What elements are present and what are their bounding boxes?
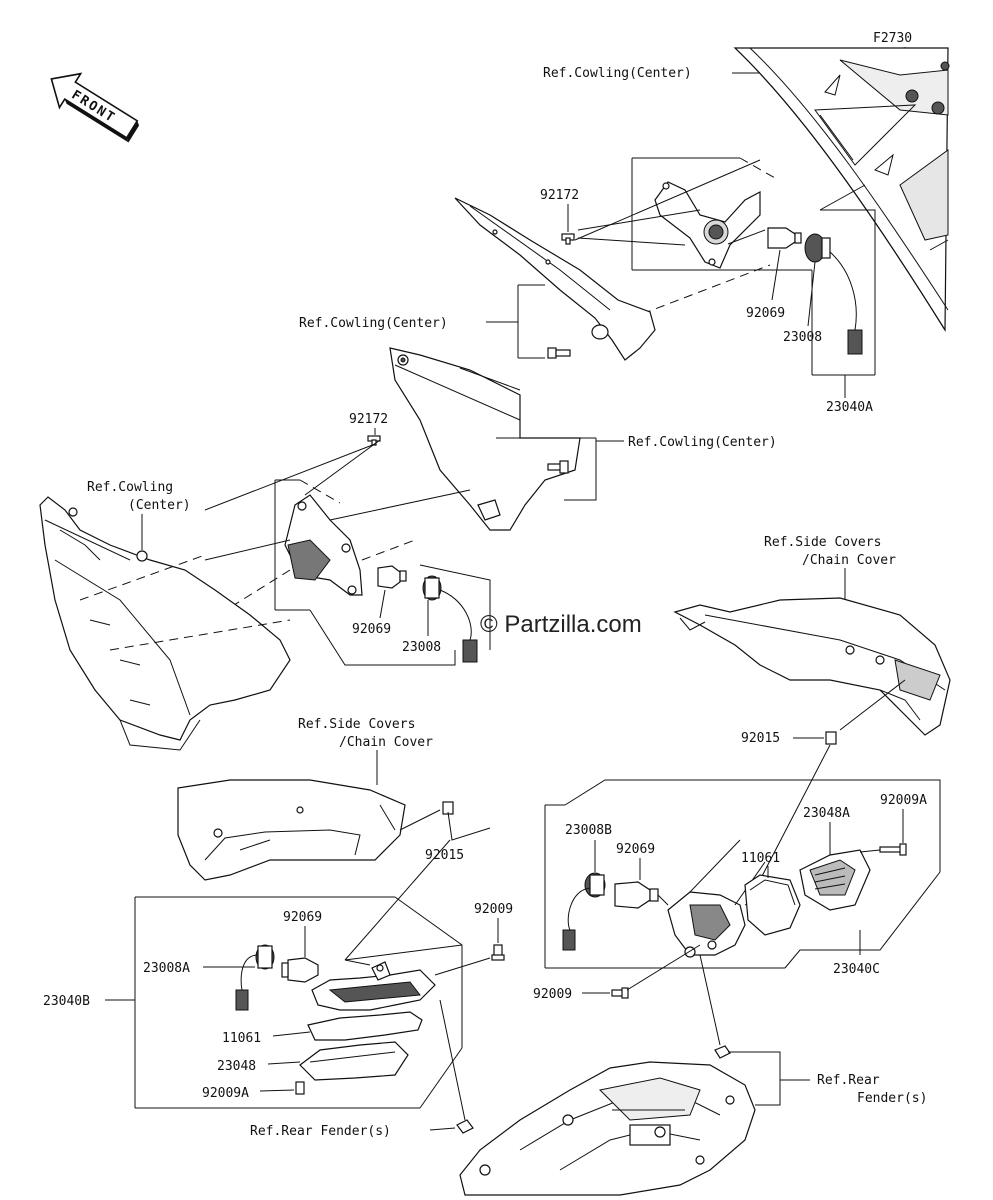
label-23048: 23048 bbox=[217, 1059, 256, 1074]
label-92009-left: 92009 bbox=[474, 902, 513, 917]
label-ref-cowling-4-line2: (Center) bbox=[128, 498, 191, 513]
rear-fender bbox=[459, 1061, 756, 1196]
label-92069-left: 92069 bbox=[283, 910, 322, 925]
lens-23048-left bbox=[299, 1041, 409, 1081]
bolt-cowling-top bbox=[547, 347, 571, 359]
socket-23008B-right bbox=[562, 872, 606, 951]
lens-gasket-11061-left bbox=[307, 1011, 423, 1041]
cowling-center-left bbox=[39, 496, 291, 751]
label-23040B: 23040B bbox=[43, 994, 90, 1009]
screw-92009A-right bbox=[879, 843, 907, 856]
lens-23048A-right bbox=[799, 849, 871, 911]
grommet-92015-right bbox=[825, 731, 837, 745]
turn-signal-bracket-mid bbox=[284, 494, 363, 596]
label-ref-side-covers-1-line2: /Chain Cover bbox=[802, 553, 896, 568]
label-ref-rear-fender-1: Ref.Rear Fender(s) bbox=[250, 1124, 391, 1139]
label-92015-right: 92015 bbox=[741, 731, 780, 746]
label-92009-right: 92009 bbox=[533, 987, 572, 1002]
label-ref-rear-fender-2-line2: Fender(s) bbox=[857, 1091, 927, 1106]
bulb-92069-left bbox=[281, 957, 319, 983]
side-cover-left bbox=[177, 779, 406, 881]
label-ref-cowling-center-3: Ref.Cowling(Center) bbox=[628, 435, 777, 450]
bolt-cowling-middle bbox=[547, 460, 569, 474]
socket-23008-top bbox=[804, 233, 863, 355]
bulb-92069-mid bbox=[377, 565, 407, 589]
label-92015-left: 92015 bbox=[425, 848, 464, 863]
turn-signal-housing-right bbox=[667, 891, 746, 958]
label-92009A-left: 92009A bbox=[202, 1086, 249, 1101]
diagram-id: F2730 bbox=[873, 31, 912, 46]
cowling-center-top-right bbox=[733, 47, 950, 333]
label-ref-cowling-center-2: Ref.Cowling(Center) bbox=[299, 316, 448, 331]
label-ref-rear-fender-2-line1: Ref.Rear bbox=[817, 1073, 880, 1088]
screw-92009-right bbox=[611, 987, 629, 999]
label-11061-left: 11061 bbox=[222, 1031, 261, 1046]
cowling-center-middle bbox=[389, 347, 581, 531]
label-92069-right: 92069 bbox=[616, 842, 655, 857]
turn-signal-bracket-top bbox=[654, 181, 761, 269]
label-92172-top: 92172 bbox=[540, 188, 579, 203]
bulb-92069-right bbox=[614, 881, 659, 909]
label-11061-right: 11061 bbox=[741, 851, 780, 866]
label-23008A: 23008A bbox=[143, 961, 190, 976]
screw-92009-left bbox=[491, 944, 505, 961]
screw-92009A-left bbox=[295, 1081, 305, 1095]
label-23040A: 23040A bbox=[826, 400, 873, 415]
label-ref-side-covers-1-line1: Ref.Side Covers bbox=[764, 535, 881, 550]
turn-signal-housing-left bbox=[311, 961, 436, 1011]
side-cover-right bbox=[673, 597, 951, 736]
label-92069-top: 92069 bbox=[746, 306, 785, 321]
watermark: © Partzilla.com bbox=[480, 611, 642, 638]
socket-23008-mid bbox=[422, 575, 478, 663]
label-92172-mid: 92172 bbox=[349, 412, 388, 427]
label-23008B: 23008B bbox=[565, 823, 612, 838]
screw-92172-mid bbox=[367, 435, 381, 446]
nut-rear-fender-right bbox=[714, 1045, 731, 1059]
nut-rear-fender-left bbox=[456, 1119, 474, 1134]
screw-92172-top bbox=[561, 233, 575, 245]
label-92069-mid: 92069 bbox=[352, 622, 391, 637]
front-arrow-icon: FRONT bbox=[50, 72, 140, 143]
label-ref-side-covers-2-line1: Ref.Side Covers bbox=[298, 717, 415, 732]
label-ref-cowling-center-1: Ref.Cowling(Center) bbox=[543, 66, 692, 81]
cowling-trim-strip bbox=[454, 197, 656, 361]
label-23048A: 23048A bbox=[803, 806, 850, 821]
bulb-92069-top bbox=[767, 227, 802, 249]
label-ref-side-covers-2-line2: /Chain Cover bbox=[339, 735, 433, 750]
label-92009A-right: 92009A bbox=[880, 793, 927, 808]
lens-gasket-11061-right bbox=[744, 874, 801, 936]
socket-23008A-left bbox=[235, 944, 275, 1011]
label-ref-cowling-4-line1: Ref.Cowling bbox=[87, 480, 173, 495]
label-23008-top: 23008 bbox=[783, 330, 822, 345]
label-23040C: 23040C bbox=[833, 962, 880, 977]
label-23008-mid: 23008 bbox=[402, 640, 441, 655]
